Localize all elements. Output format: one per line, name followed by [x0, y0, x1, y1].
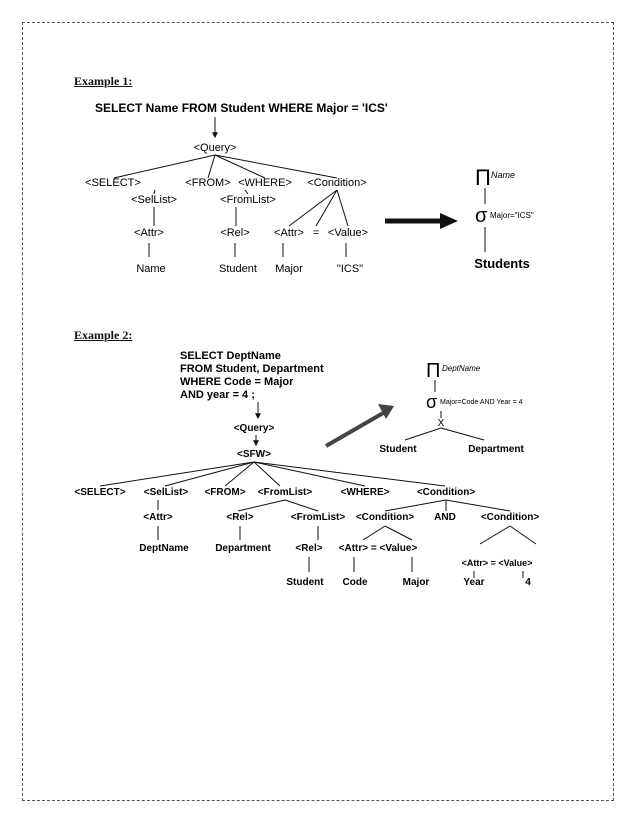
ex2-node-fromlist2: <FromList>	[291, 512, 346, 523]
ex1-pi-sub: Name	[491, 170, 515, 180]
ex2-node-cond-right: <Condition>	[481, 512, 539, 523]
ex1-leaf-ics: "ICS"	[337, 263, 363, 275]
ex2-leaf-four: 4	[525, 577, 531, 588]
ex2-node-attr-eq-value-right: <Attr> = <Value>	[462, 558, 533, 568]
ex2-leaf-year: Year	[463, 577, 484, 588]
example2-heading: Example 2:	[74, 328, 133, 342]
ex2-transform-arrow-shaft	[325, 410, 386, 448]
ex2-query-line-4: AND year = 4 ;	[180, 389, 255, 401]
ex1-sigma-symbol: σ	[475, 205, 488, 227]
ex2-query-line-1: SELECT DeptName	[180, 350, 281, 362]
ex2-sigma-symbol: σ	[426, 392, 437, 412]
ex2-node-and: AND	[434, 512, 456, 523]
ex1-node-rel: <Rel>	[220, 227, 249, 239]
ex1-node-attr: <Attr>	[134, 227, 164, 239]
example1-figure: SELECT Name FROM Student WHERE Major = '…	[85, 101, 534, 275]
ex2-relation-student: Student	[379, 444, 417, 455]
ex1-node-select: <SELECT>	[85, 177, 141, 189]
ex2-node-fromlist: <FromList>	[258, 487, 313, 498]
ex2-node-attr: <Attr>	[143, 512, 173, 523]
ex2-node-select: <SELECT>	[74, 487, 125, 498]
ex1-node-fromlist: <FromList>	[220, 194, 276, 206]
ex2-leaf-code: Code	[343, 577, 368, 588]
ex1-node-query: <Query>	[194, 142, 237, 154]
ex2-node-sfw: <SFW>	[237, 449, 271, 460]
ex2-query-line-3: WHERE Code = Major	[180, 376, 294, 388]
ex1-leaf-name: Name	[136, 263, 165, 275]
ex2-sigma-sub: Major=Code AND Year = 4	[440, 399, 523, 406]
ex1-node-condition: <Condition>	[307, 177, 366, 189]
ex2-node-condition: <Condition>	[417, 487, 475, 498]
ex2-transform-arrow-head	[378, 404, 394, 419]
page-border	[22, 22, 614, 801]
ex2-node-query: <Query>	[234, 423, 275, 434]
ex1-node-sellist: <SelList>	[131, 194, 177, 206]
ex2-node-sellist: <SelList>	[144, 487, 189, 498]
ex1-node-eq: =	[313, 227, 319, 239]
ex2-node-cond-left: <Condition>	[356, 512, 414, 523]
ex1-relation-students: Students	[474, 256, 530, 271]
ex1-node-cond-attr: <Attr>	[274, 227, 304, 239]
ex2-cross-symbol: X	[438, 418, 445, 429]
ex2-leaf-department: Department	[215, 543, 271, 554]
ex1-node-from: <FROM>	[185, 177, 230, 189]
ex2-node-from: <FROM>	[204, 487, 245, 498]
ex1-query-edges	[113, 154, 338, 179]
ex2-pi-sub: DeptName	[442, 364, 481, 373]
example1-heading: Example 1:	[74, 74, 133, 88]
ex1-sigma-sub: Major="ICS"	[490, 211, 534, 220]
ex2-query-line-2: FROM Student, Department	[180, 363, 324, 375]
ex2-node-rel: <Rel>	[226, 512, 253, 523]
ex1-node-value: <Value>	[328, 227, 368, 239]
ex1-transform-arrow-head	[440, 213, 458, 229]
ex2-node-rel2: <Rel>	[295, 543, 322, 554]
ex2-leaf-major: Major	[403, 577, 430, 588]
ex1-node-where: <WHERE>	[238, 177, 292, 189]
ex1-leaf-major: Major	[275, 263, 303, 275]
ex2-node-where: <WHERE>	[341, 487, 390, 498]
example2-figure: SELECT DeptName FROM Student, Department…	[74, 350, 539, 588]
ex2-pi-symbol: Π	[426, 360, 440, 382]
ex2-leaf-student: Student	[286, 577, 324, 588]
ex1-pi-symbol: Π	[475, 165, 491, 190]
ex2-leaf-deptname: DeptName	[139, 543, 189, 554]
ex2-relation-department: Department	[468, 444, 524, 455]
ex2-node-attr-eq-value-left: <Attr> = <Value>	[339, 543, 418, 554]
ex1-leaf-student: Student	[219, 263, 257, 275]
example1-query: SELECT Name FROM Student WHERE Major = '…	[95, 101, 388, 115]
